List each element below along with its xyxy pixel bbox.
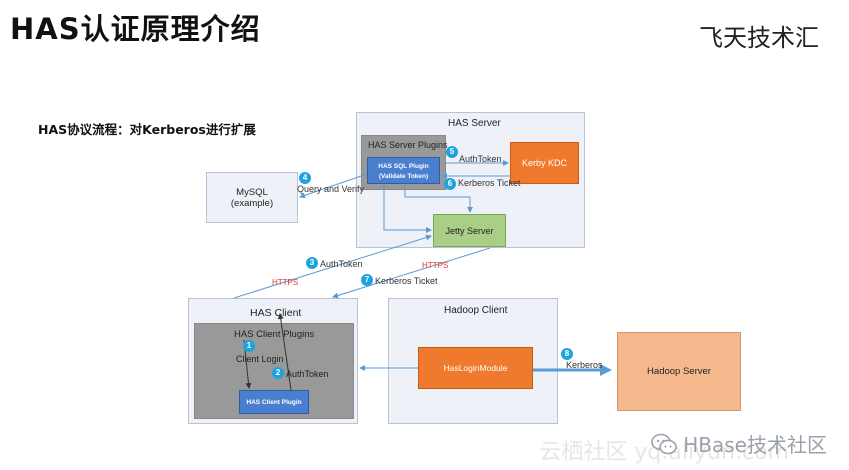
step-badge-3: 3 [306, 257, 318, 269]
mysql-box: MySQL (example) [206, 172, 298, 223]
kerby-kdc-label: Kerby KDC [521, 158, 567, 168]
has-sql-plugin-name: HAS SQL Plugin [378, 163, 429, 170]
step-badge-1: 1 [243, 340, 255, 352]
has-sql-plugin: HAS SQL Plugin (Validate Token) [367, 157, 440, 184]
arrow-ticket-client [332, 247, 491, 299]
watermark-text: HBase技术社区 [683, 433, 827, 457]
wechat-icon [651, 433, 678, 454]
mysql-sub-label: (example) [230, 197, 274, 209]
arrow-authtoken-jetty [233, 234, 432, 299]
step-badge-6: 6 [444, 178, 456, 190]
watermark: HBase技术社区 [651, 429, 827, 458]
page-title: HAS认证原理介绍 [10, 12, 261, 46]
arrow-plugin-jetty [383, 184, 432, 233]
has-login-module-label: HasLoginModule [443, 363, 508, 373]
jetty-server-box: Jetty Server [433, 214, 506, 247]
has-client-title: HAS Client [250, 307, 302, 319]
brand-label: 飞天技术汇 [699, 24, 819, 52]
hadoop-server-label: Hadoop Server [647, 366, 711, 377]
step-badge-2: 2 [272, 367, 284, 379]
step-badge-4: 4 [299, 172, 311, 184]
hadoop-server-box: Hadoop Server [617, 332, 741, 411]
arrow-plugin-jetty-2 [404, 184, 473, 213]
arrow-query-mysql [299, 173, 368, 199]
has-login-module-box: HasLoginModule [418, 347, 533, 389]
https-label-left: HTTPS [272, 278, 299, 287]
arrow-client-authtoken [277, 313, 292, 391]
has-sql-plugin-desc: (Validate Token) [378, 173, 429, 180]
hadoop-client-title: Hadoop Client [444, 305, 508, 316]
step-label-2: AuthToken [286, 369, 329, 379]
has-client-plugins-title: HAS Client Plugins [234, 329, 315, 340]
step-label-6: Kerberos Ticket [458, 178, 521, 188]
has-server-plugins-title: HAS Server Plugins [368, 140, 448, 150]
step-badge-7: 7 [361, 274, 373, 286]
step-label-8: Kerberos [566, 360, 603, 370]
has-client-plugin-label: HAS Client Plugin [246, 399, 302, 406]
https-label-right: HTTPS [422, 261, 449, 270]
kerby-kdc-box: Kerby KDC [510, 142, 579, 184]
step-badge-8: 8 [561, 348, 573, 360]
has-server-title: HAS Server [448, 118, 501, 129]
step-badge-5: 5 [446, 146, 458, 158]
step-label-7: Kerberos Ticket [375, 276, 438, 286]
jetty-server-label: Jetty Server [445, 225, 494, 236]
step-label-3: AuthToken [320, 259, 363, 269]
diagram-subtitle: HAS协议流程：对Kerberos进行扩展 [38, 122, 256, 137]
step-label-4: Query and Verify [297, 184, 365, 194]
step-label-5: AuthToken [459, 154, 502, 164]
has-client-plugin: HAS Client Plugin [239, 390, 309, 414]
step-label-1: Client Login [236, 354, 284, 364]
mysql-label: MySQL [236, 186, 268, 198]
